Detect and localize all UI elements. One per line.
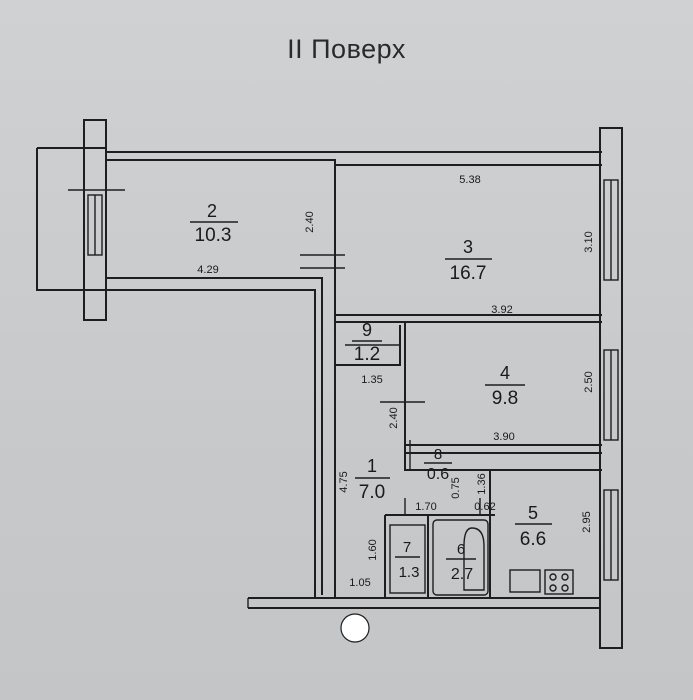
room-labels: 2 10.3 3 16.7 9 1.2 4 9.8 8 0.6 1 7.0 5 … xyxy=(190,201,552,583)
room-8-area: 0.6 xyxy=(427,466,449,483)
dim-entry-width: 1.05 xyxy=(349,577,370,589)
dim-room4-width: 3.90 xyxy=(493,431,514,443)
dim-room8-width: 0.75 xyxy=(450,477,462,498)
dim-room3-depth: 3.10 xyxy=(583,231,595,252)
dim-entry-depth: 1.60 xyxy=(367,539,379,560)
dim-room4-depth: 2.50 xyxy=(583,371,595,392)
dim-bath-width: 1.70 xyxy=(415,501,436,513)
room-5-area: 6.6 xyxy=(520,529,546,550)
room-3-area: 16.7 xyxy=(450,263,487,284)
sink-icon xyxy=(509,569,541,593)
fixtures xyxy=(389,519,574,596)
room-8-id: 8 xyxy=(434,446,442,463)
dim-corridor-depth: 2.40 xyxy=(388,407,400,428)
room-2-area: 10.3 xyxy=(195,225,232,246)
room-4-area: 9.8 xyxy=(492,388,518,409)
floor-title: II Поверх xyxy=(287,34,406,64)
room-5-id: 5 xyxy=(528,503,538,523)
dim-room1-depth: 4.75 xyxy=(338,471,350,492)
dim-wall-gap: 0.62 xyxy=(474,501,495,513)
dim-room3-width: 5.38 xyxy=(459,174,480,186)
stove-icon xyxy=(544,569,574,595)
toilet-icon xyxy=(389,524,426,594)
dim-room2-depth: 2.40 xyxy=(304,211,316,232)
windows xyxy=(68,179,619,581)
room-1-area: 7.0 xyxy=(359,482,385,503)
room-3-id: 3 xyxy=(463,237,473,257)
room-6-id: 6 xyxy=(457,541,465,558)
walls xyxy=(36,119,623,649)
dim-room2-width: 4.29 xyxy=(197,264,218,276)
room-7-id: 7 xyxy=(403,539,411,556)
room-2-id: 2 xyxy=(207,201,217,221)
room-9-area: 1.2 xyxy=(354,344,380,365)
room-6-area: 2.7 xyxy=(451,566,473,583)
dim-room9-width: 1.35 xyxy=(361,374,382,386)
room-9-id: 9 xyxy=(362,320,372,340)
room-4-id: 4 xyxy=(500,363,510,383)
room-1-id: 1 xyxy=(367,456,377,476)
bathtub-icon xyxy=(432,519,489,596)
room-7-area: 1.3 xyxy=(399,564,420,581)
dim-room8-depth: 1.36 xyxy=(476,473,488,494)
doors xyxy=(300,254,481,515)
dim-room5-depth: 2.95 xyxy=(581,511,593,532)
dim-room3-bottom: 3.92 xyxy=(491,304,512,316)
dimension-labels: 5.38 2.40 4.29 3.10 3.92 1.35 2.40 2.50 … xyxy=(197,174,595,589)
entrance-marker xyxy=(247,598,370,643)
